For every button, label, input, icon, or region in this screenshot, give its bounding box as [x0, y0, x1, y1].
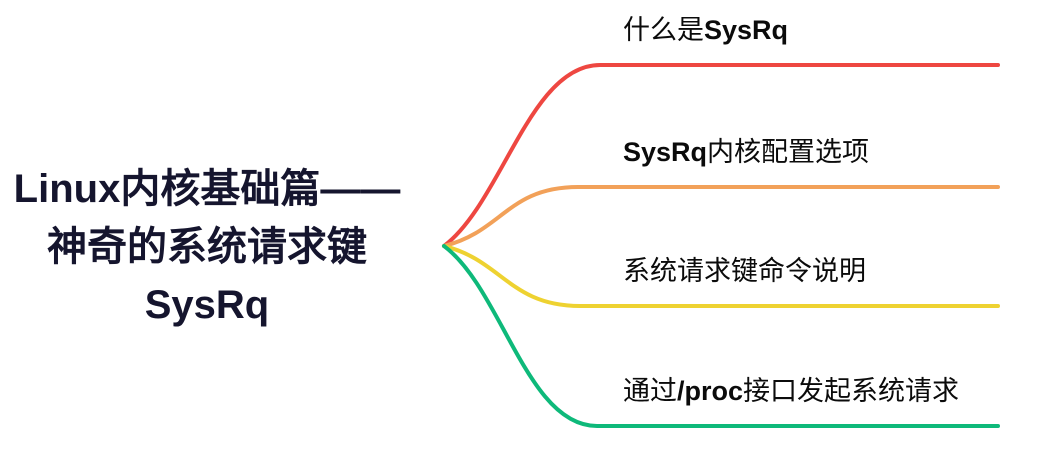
branch-label-proc-interface-request[interactable]: 通过/proc接口发起系统请求	[623, 373, 959, 409]
branch-curve-proc-interface-request	[442, 244, 1000, 428]
branch-curve-sysrq-kernel-config-options	[442, 185, 1000, 248]
branch-label-segment: SysRq	[704, 15, 789, 45]
branch-curve-sysrq-command-description	[442, 244, 1000, 308]
branch-label-segment: 系统请求键命令说明	[623, 256, 866, 286]
central-topic-line-1: Linux内核基础篇——	[13, 167, 401, 211]
branch-label-sysrq-command-description[interactable]: 系统请求键命令说明	[623, 253, 866, 289]
branch-label-segment: 通过	[623, 376, 677, 406]
branch-curve-what-is-sysrq	[442, 63, 1000, 248]
branch-label-segment: 内核配置选项	[707, 137, 870, 167]
branch-label-what-is-sysrq[interactable]: 什么是SysRq	[623, 12, 788, 48]
branch-label-sysrq-kernel-config-options[interactable]: SysRq内核配置选项	[623, 134, 869, 170]
branch-label-segment: 什么是	[623, 15, 704, 45]
branch-label-segment: SysRq	[623, 137, 708, 167]
central-topic-line-3: SysRq	[144, 283, 270, 327]
central-topic-line-2: 神奇的系统请求键	[47, 225, 367, 269]
branch-label-segment: /proc	[677, 376, 744, 406]
branch-label-segment: 接口发起系统请求	[743, 376, 960, 406]
central-topic[interactable]: Linux内核基础篇—— 神奇的系统请求键 SysRq	[0, 160, 414, 334]
